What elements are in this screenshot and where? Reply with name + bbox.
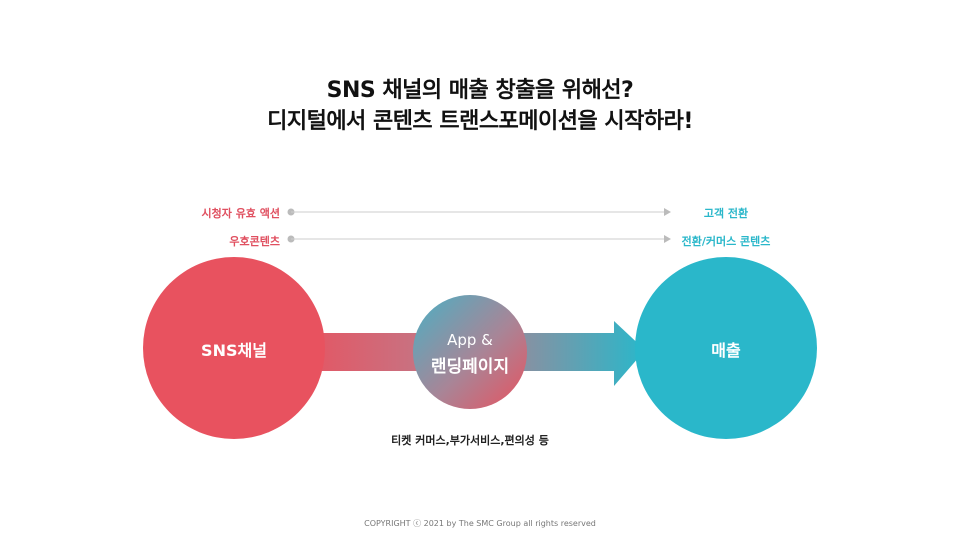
label-commerce-content: 전환/커머스 콘텐츠: [681, 235, 771, 248]
arrow-head: [664, 235, 671, 243]
label-friendly-content: 우호콘텐츠: [229, 235, 280, 248]
sns-channel-label: SNS채널: [201, 341, 267, 360]
sns-channel-circle: [143, 257, 325, 439]
arrow-head: [664, 208, 671, 216]
caption-services: 티켓 커머스,부가서비스,편의성 등: [391, 434, 549, 447]
copyright-footer: COPYRIGHT ⓒ 2021 by The SMC Group all ri…: [364, 519, 596, 528]
title-line-2: 디지털에서 콘텐츠 트랜스포메이션을 시작하라!: [267, 109, 693, 134]
label-viewer-action: 시청자 유효 액션: [201, 207, 281, 220]
arrow-row-1: [287, 208, 671, 216]
label-customer-conversion: 고객 전환: [703, 207, 749, 220]
app-label: App &: [447, 331, 493, 349]
sales-label: 매출: [711, 341, 741, 360]
arrow-row-2: [287, 235, 671, 243]
landing-page-label: 랜딩페이지: [430, 357, 510, 377]
title-line-1: SNS 채널의 매출 창출을 위해선?: [326, 78, 634, 103]
app-landing-circle: [413, 295, 527, 409]
sales-circle: [635, 257, 817, 439]
